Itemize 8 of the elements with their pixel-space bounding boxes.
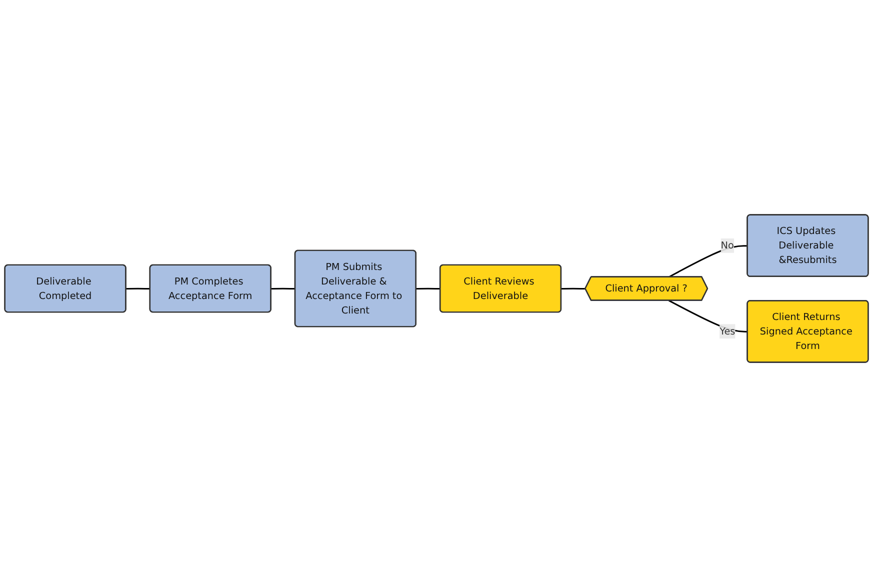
connector [668,300,748,332]
edge-label: No [720,240,734,252]
connector [416,288,440,290]
edge-label: Yes [720,325,736,337]
connector [126,288,150,290]
connector [271,288,296,290]
connector [668,245,748,278]
connector [561,288,586,290]
